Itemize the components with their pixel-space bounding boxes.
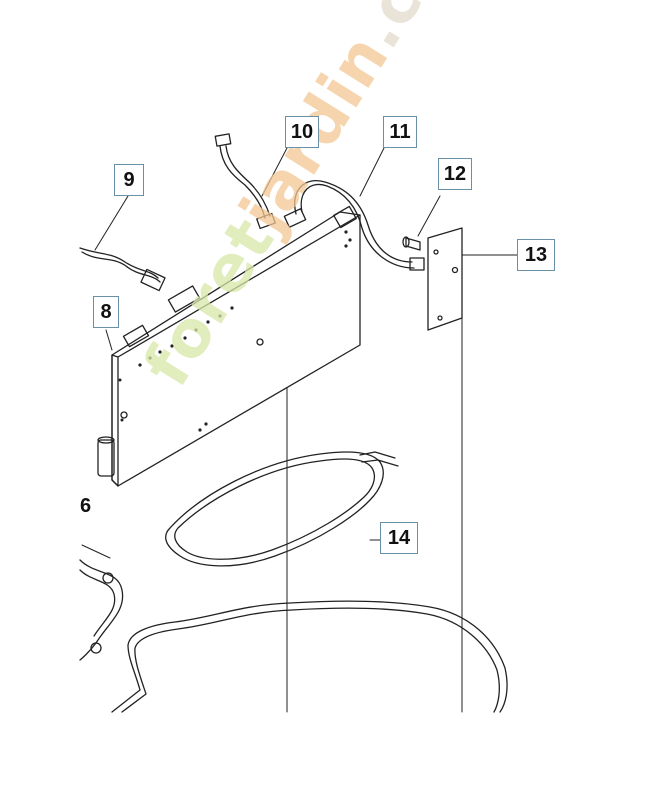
ribbon-cable (214, 133, 288, 230)
callout-8: 8 (93, 296, 119, 328)
twisted-wire-harness (79, 195, 166, 292)
bracket-part-6 (79, 544, 124, 661)
heating-loop (165, 451, 399, 567)
callout-14: 14 (380, 522, 418, 554)
lower-frame-wire (111, 600, 508, 713)
screw (402, 195, 441, 251)
callout-13: 13 (517, 239, 555, 271)
callout-6-partial: 6 (80, 495, 92, 517)
control-board (97, 205, 361, 487)
display-board (427, 227, 518, 331)
callout-9: 9 (114, 164, 144, 196)
callout-11: 11 (383, 116, 417, 148)
display-cable (283, 147, 425, 271)
callout-12: 12 (438, 158, 472, 190)
callout-10: 10 (285, 116, 319, 148)
